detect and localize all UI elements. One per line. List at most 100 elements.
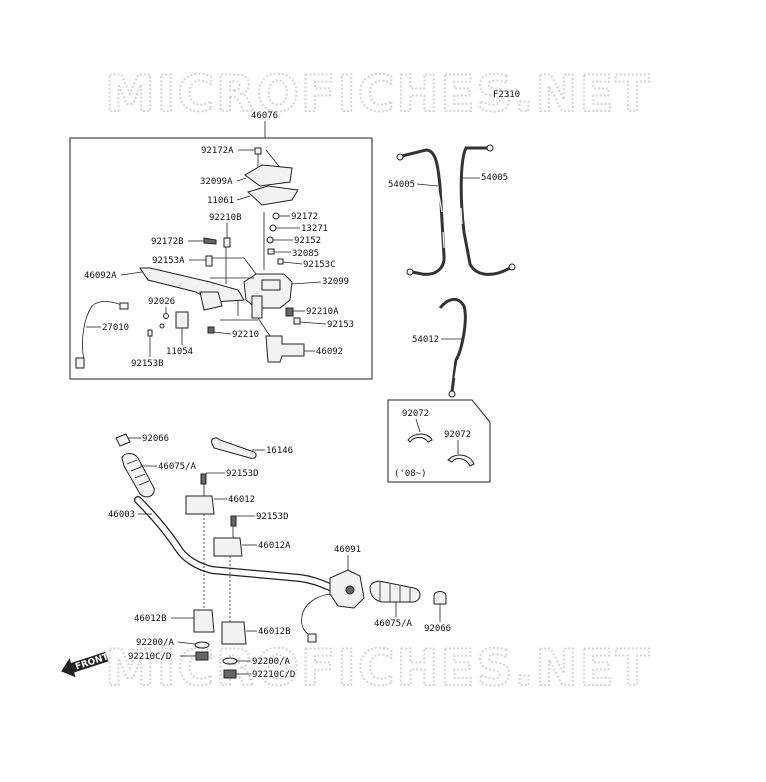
part-clamp-46012 bbox=[185, 495, 215, 515]
master-cylinder-assembly-box bbox=[69, 137, 373, 380]
part-reservoir-window bbox=[261, 279, 281, 291]
part-body-neck bbox=[251, 295, 263, 319]
part-cable-54005-right-gap bbox=[460, 207, 463, 225]
grip-ribs-right bbox=[379, 582, 411, 602]
leader-92200A-left bbox=[177, 641, 196, 645]
label-46003: 46003 bbox=[108, 510, 135, 520]
leader-92072-a bbox=[415, 418, 421, 433]
part-small-washer bbox=[159, 323, 165, 329]
part-switch-button bbox=[345, 585, 355, 595]
label-92153C: 92153C bbox=[303, 260, 336, 270]
part-washer-92200A-left bbox=[194, 641, 210, 649]
label-92210B: 92210B bbox=[209, 213, 242, 223]
label-46091: 46091 bbox=[334, 545, 361, 555]
cable-end-2 bbox=[406, 268, 414, 276]
leader-92210 bbox=[213, 331, 232, 335]
part-grip-46075-left bbox=[121, 453, 155, 498]
part-92026 bbox=[163, 313, 169, 319]
label-13271: 13271 bbox=[301, 224, 328, 234]
label-92210CD-left: 92210C/D bbox=[128, 652, 171, 662]
clip-inset: 92072 92072 ('08~) bbox=[387, 399, 491, 483]
label-46075A-left: 46075/A bbox=[158, 462, 197, 472]
part-cable-27010-end bbox=[75, 357, 85, 369]
label-11054: 11054 bbox=[166, 347, 193, 357]
cables bbox=[396, 144, 516, 398]
part-32085 bbox=[267, 248, 275, 255]
label-32099: 32099 bbox=[322, 277, 349, 287]
label-92200A-right: 92200/A bbox=[252, 657, 291, 667]
leader-54005-left bbox=[416, 183, 439, 187]
part-washer-92200A-right bbox=[222, 657, 238, 665]
part-bolt-92153C bbox=[277, 258, 284, 265]
label-92153B: 92153B bbox=[131, 359, 164, 369]
label-27010: 27010 bbox=[102, 323, 129, 333]
label-92210: 92210 bbox=[232, 330, 259, 340]
leader-assembly-6 bbox=[257, 317, 271, 337]
part-handlebar-46003-fill bbox=[135, 497, 341, 593]
front-arrow: FRONT bbox=[61, 651, 111, 678]
part-end-plug-92066-right bbox=[433, 591, 447, 605]
part-ring-92152 bbox=[266, 236, 274, 244]
label-92153: 92153 bbox=[327, 320, 354, 330]
label-92072-a: 92072 bbox=[402, 409, 429, 419]
part-bolt-92210B bbox=[223, 237, 231, 248]
label-54012: 54012 bbox=[412, 335, 439, 345]
part-cable-54012-gap bbox=[454, 359, 459, 379]
part-screw-92172B bbox=[203, 237, 217, 245]
part-92153 bbox=[293, 317, 301, 325]
part-clamp-46012B-right bbox=[221, 621, 247, 645]
part-grip-46075-right bbox=[369, 580, 421, 603]
label-92200A-left: 92200/A bbox=[136, 638, 175, 648]
label-92026: 92026 bbox=[148, 297, 175, 307]
label-92210A: 92210A bbox=[306, 307, 339, 317]
part-gasket-11061 bbox=[247, 185, 299, 206]
part-bolt-92153D-a bbox=[200, 473, 207, 485]
part-body-32099 bbox=[243, 273, 293, 309]
label-92066-right: 92066 bbox=[424, 624, 451, 634]
part-clamp-46012A bbox=[213, 537, 243, 557]
label-46075A-right: 46075/A bbox=[374, 619, 413, 629]
part-nut-92210CD-left bbox=[195, 651, 209, 661]
part-switch-plug bbox=[307, 633, 317, 643]
part-bolt-92153D-b bbox=[230, 515, 237, 527]
leader-32099 bbox=[291, 281, 322, 285]
part-cap-32099A bbox=[244, 164, 293, 187]
leader-92153C bbox=[282, 261, 303, 265]
leader-92153 bbox=[299, 321, 327, 325]
part-cable-54012 bbox=[438, 298, 467, 393]
leader-assembly-1 bbox=[243, 257, 257, 275]
part-lever-pivot bbox=[199, 291, 223, 311]
part-clip-92072-b bbox=[447, 454, 475, 467]
label-92172A: 92172A bbox=[201, 146, 234, 156]
handlebar-parts bbox=[115, 433, 447, 679]
grip-ribs-left bbox=[126, 459, 150, 486]
label-46076: 46076 bbox=[251, 111, 278, 121]
part-bolt-92153A bbox=[205, 255, 213, 267]
cable-end-4 bbox=[508, 263, 516, 271]
label-16146: 16146 bbox=[266, 446, 293, 456]
watermark-top: MICROFICHES.NET bbox=[105, 65, 652, 123]
part-screw-92172A bbox=[254, 147, 262, 155]
label-54005-right: 54005 bbox=[481, 173, 508, 183]
part-washer-92172 bbox=[272, 212, 280, 220]
lower-labels: 92066 16146 46075/A 92153D 46012 46003 9… bbox=[108, 434, 451, 680]
part-cable-54005-right bbox=[459, 146, 511, 276]
box-labels: 92172A 32099A 11061 92210B 92172 13271 9… bbox=[84, 146, 354, 369]
part-92210 bbox=[207, 326, 215, 334]
label-92153A: 92153A bbox=[152, 256, 185, 266]
label-92066-left: 92066 bbox=[142, 434, 169, 444]
part-nut-92210CD-right bbox=[223, 669, 237, 679]
part-cable-54005-left-gap bbox=[437, 189, 445, 249]
cable-end-5 bbox=[448, 390, 456, 398]
label-46012: 46012 bbox=[228, 495, 255, 505]
part-92210A bbox=[285, 307, 294, 317]
label-92153D-b: 92153D bbox=[256, 512, 289, 522]
part-bolt-92153B bbox=[147, 329, 153, 337]
part-cable-27010-plug bbox=[119, 302, 129, 310]
part-lever-46092 bbox=[265, 335, 305, 363]
label-46012B-left: 46012B bbox=[134, 614, 167, 624]
leader-11061 bbox=[236, 195, 251, 201]
leader-46092A bbox=[120, 271, 143, 276]
part-pivot-11054 bbox=[175, 311, 189, 329]
